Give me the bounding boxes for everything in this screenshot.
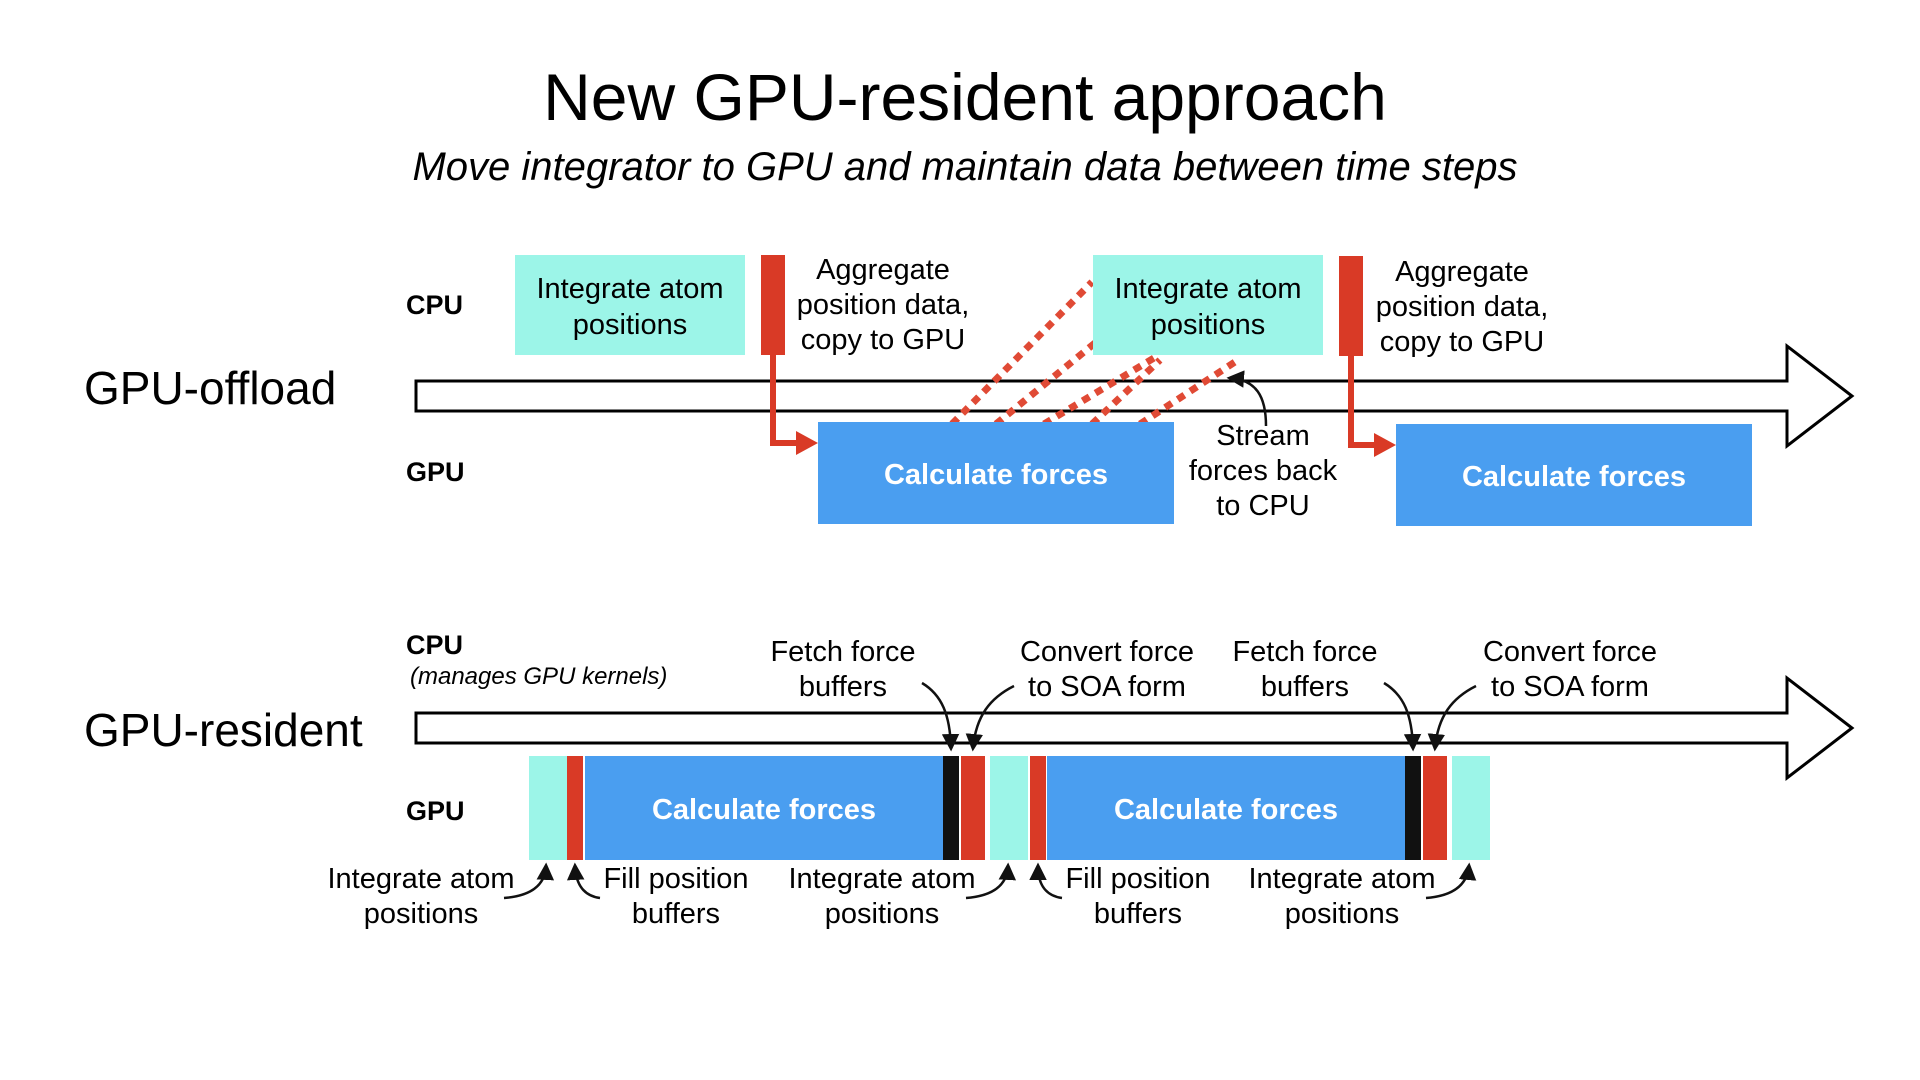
resident-fetch-label-2b: buffers — [1261, 671, 1349, 703]
resident-fill-arrow-b — [1029, 862, 1063, 900]
resident-integrate-label-b2: positions — [825, 898, 939, 930]
page-subtitle: Move integrator to GPU and maintain data… — [412, 145, 1517, 189]
resident-fetch-label-2a: Fetch force — [1232, 636, 1377, 668]
resident-fill-label-b1: Fill position — [1065, 863, 1210, 895]
resident-integrate-label-a2: positions — [364, 898, 478, 930]
offload-section-label: GPU-offload — [84, 362, 336, 414]
offload-stream-label-c: to CPU — [1216, 490, 1309, 522]
offload-aggregate-label-1b: position data, — [797, 289, 970, 321]
resident-convert-arrow-1 — [965, 684, 1015, 752]
resident-convert-bar-1 — [961, 756, 985, 860]
offload-integrate-label-1b: positions — [573, 309, 687, 341]
resident-gpu-label: GPU — [406, 796, 465, 826]
resident-calc-box-1 — [585, 756, 943, 860]
resident-cpu-note: (manages GPU kernels) — [410, 663, 667, 690]
resident-integrate-label-a1: Integrate atom — [328, 863, 515, 895]
offload-aggregate-label-1a: Aggregate — [816, 254, 950, 286]
resident-fill-arrow-a — [566, 862, 601, 900]
resident-convert-label-2b: to SOA form — [1491, 671, 1649, 703]
offload-cpu-label: CPU — [406, 290, 463, 320]
offload-aggregate-bar-2 — [1339, 256, 1363, 356]
offload-integrate-label-2a: Integrate atom — [1115, 273, 1302, 305]
offload-section: GPU-offload CPU GPU Integrate atom posit… — [84, 254, 1855, 526]
resident-timeline-arrow — [414, 674, 1855, 782]
offload-stream-callout-arrow — [1226, 370, 1268, 427]
offload-calc-box-1 — [818, 422, 1174, 524]
offload-calc-label-2: Calculate forces — [1462, 461, 1686, 493]
offload-aggregate-bar-1 — [761, 255, 785, 355]
resident-convert-bar-2 — [1423, 756, 1447, 860]
offload-stream-label-b: forces back — [1189, 455, 1338, 487]
offload-timeline-arrow — [414, 342, 1855, 450]
resident-fetch-arrow-1 — [921, 681, 960, 752]
resident-fetch-arrow-2 — [1383, 681, 1422, 752]
offload-calc-box-2 — [1396, 424, 1752, 526]
resident-convert-label-2a: Convert force — [1483, 636, 1657, 668]
resident-fetch-label-1a: Fetch force — [770, 636, 915, 668]
resident-integrate-arrow-a — [503, 862, 555, 900]
resident-fill-label-b2: buffers — [1094, 898, 1182, 930]
offload-calc-label-1: Calculate forces — [884, 459, 1108, 491]
resident-fetch-label-1b: buffers — [799, 671, 887, 703]
resident-integrate-block-a — [529, 756, 567, 860]
resident-fill-label-a2: buffers — [632, 898, 720, 930]
resident-integrate-label-c2: positions — [1285, 898, 1399, 930]
offload-integrate-label-1a: Integrate atom — [537, 273, 724, 305]
offload-stream-dotted-lines — [949, 279, 1240, 428]
resident-calc-box-2 — [1047, 756, 1405, 860]
resident-integrate-arrow-c — [1425, 862, 1477, 900]
offload-integrate-box-2 — [1093, 255, 1323, 355]
page-title: New GPU-resident approach — [543, 60, 1387, 134]
resident-calc-label-2: Calculate forces — [1114, 794, 1338, 826]
offload-copy-arrow-1 — [770, 355, 796, 446]
resident-fill-bar-a — [567, 756, 583, 860]
offload-aggregate-label-1c: copy to GPU — [801, 324, 965, 356]
resident-convert-label-1b: to SOA form — [1028, 671, 1186, 703]
resident-fetch-bar-1 — [943, 756, 959, 860]
offload-integrate-label-2b: positions — [1151, 309, 1265, 341]
resident-integrate-block-c — [1452, 756, 1490, 860]
resident-section: GPU-resident CPU (manages GPU kernels) G… — [84, 630, 1855, 930]
resident-convert-arrow-2 — [1427, 684, 1477, 752]
offload-gpu-label: GPU — [406, 457, 465, 487]
resident-calc-label-1: Calculate forces — [652, 794, 876, 826]
offload-aggregate-label-2a: Aggregate — [1395, 256, 1529, 288]
offload-copy-arrow-2 — [1348, 356, 1374, 448]
resident-cpu-label: CPU — [406, 630, 463, 660]
resident-integrate-label-c1: Integrate atom — [1249, 863, 1436, 895]
resident-integrate-block-b — [990, 756, 1028, 860]
offload-aggregate-label-2b: position data, — [1376, 291, 1549, 323]
offload-integrate-box-1 — [515, 255, 745, 355]
resident-integrate-arrow-b — [965, 862, 1017, 900]
resident-fill-label-a1: Fill position — [603, 863, 748, 895]
resident-section-label: GPU-resident — [84, 704, 363, 756]
resident-integrate-label-b1: Integrate atom — [789, 863, 976, 895]
offload-aggregate-label-2c: copy to GPU — [1380, 326, 1544, 358]
resident-fill-bar-b — [1030, 756, 1046, 860]
offload-stream-label-a: Stream — [1216, 420, 1309, 452]
resident-convert-label-1a: Convert force — [1020, 636, 1194, 668]
resident-fetch-bar-2 — [1405, 756, 1421, 860]
